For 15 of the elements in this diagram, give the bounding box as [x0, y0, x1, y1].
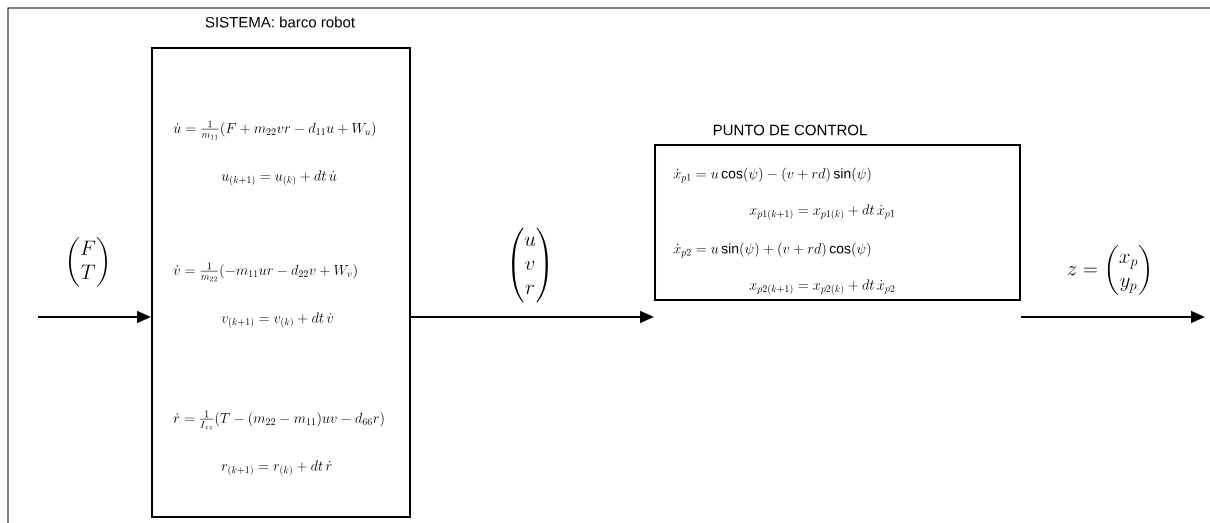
equation: $x_{p1(k+1)} = x_{p1(k)} + dt\,\dot{x}_{p1}$: [749, 204, 895, 220]
equation: $u_{(k+1)} = u_{(k)} + dt\,\dot{u}$: [221, 170, 337, 186]
signal-vector: $z = \begin{pmatrix}x_p\\y_p\end{pmatrix}$: [1067, 245, 1149, 295]
equation: $\dot{x}_{p1} = u\cos(\psi) - (v + rd)\sin(\psi)$: [673, 167, 871, 183]
equation: $v_{(k+1)} = v_{(k)} + dt\,\dot{v}$: [221, 312, 333, 328]
equation: $\dot{r} = \frac{1}{I_{zz}}(T - (m_{22} - m_{11})uv - d_{66}r)$: [173, 410, 384, 430]
equation: $r_{(k+1)} = r_{(k)} + dt\,\dot{r}$: [221, 460, 332, 476]
block-heading: PUNTO DE CONTROL: [713, 124, 867, 136]
equation: $\dot{u} = \frac{1}{m_{11}}(F + m_{22}vr - d_{11}u + W_u)$: [173, 120, 376, 140]
signal-vector: $\begin{pmatrix}F\\T\end{pmatrix}$: [69, 237, 107, 287]
signal-vector: $\begin{pmatrix}u\\v\\r\end{pmatrix}$: [512, 227, 548, 303]
equation: $\dot{v} = \frac{1}{m_{22}}(-m_{11}ur - d_{22}v + W_v)$: [173, 262, 357, 282]
block-heading: SISTEMA: barco robot: [205, 16, 355, 28]
equation: $x_{p2(k+1)} = x_{p2(k)} + dt\,\dot{x}_{p2}$: [749, 279, 895, 295]
equation: $\dot{x}_{p2} = u\sin(\psi) + (v + rd)\cos(\psi)$: [673, 242, 871, 258]
